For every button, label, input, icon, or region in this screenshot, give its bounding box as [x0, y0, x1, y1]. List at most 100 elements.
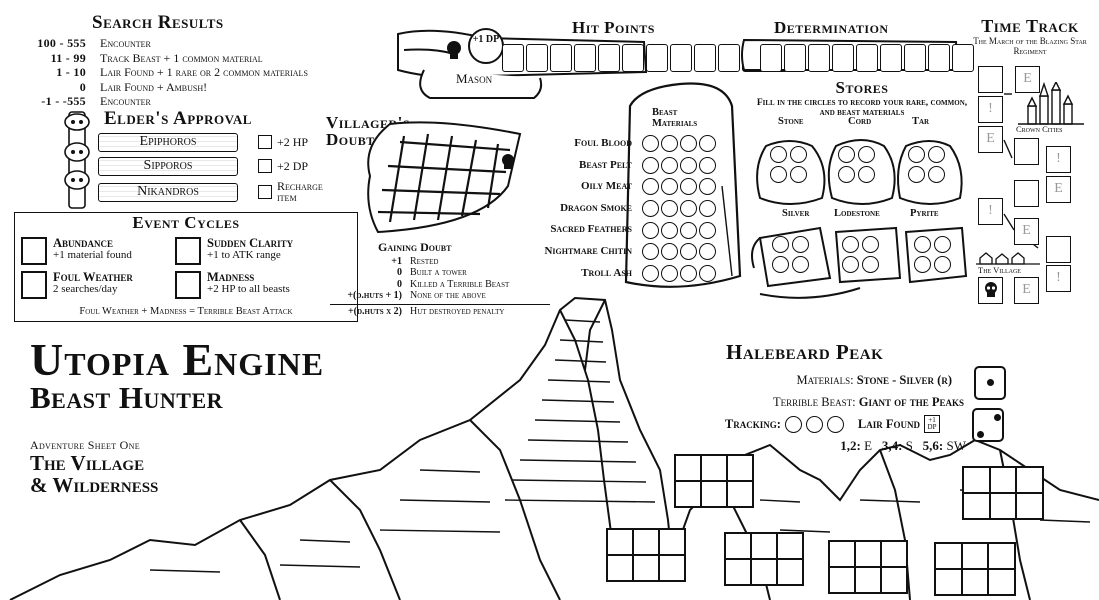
- elder-checkbox[interactable]: [258, 159, 272, 173]
- store-circle[interactable]: [792, 256, 809, 273]
- elder-checkbox[interactable]: [258, 185, 272, 199]
- material-circle[interactable]: [642, 264, 659, 282]
- store-circle[interactable]: [838, 166, 855, 183]
- material-circle[interactable]: [680, 243, 697, 261]
- time-track-cell[interactable]: [978, 66, 1003, 93]
- determination-box[interactable]: [904, 44, 926, 72]
- store-circle[interactable]: [770, 146, 787, 163]
- hit-point-box[interactable]: [646, 44, 668, 72]
- determination-box[interactable]: [832, 44, 854, 72]
- hit-point-box[interactable]: [502, 44, 524, 72]
- store-circle[interactable]: [934, 256, 951, 273]
- store-circle[interactable]: [790, 166, 807, 183]
- determination-box[interactable]: [880, 44, 902, 72]
- hit-point-box[interactable]: [694, 44, 716, 72]
- tracking-circle[interactable]: [784, 415, 802, 433]
- store-circle[interactable]: [934, 236, 951, 253]
- store-circle[interactable]: [792, 236, 809, 253]
- store-circle[interactable]: [772, 236, 789, 253]
- doubt-hide-grid[interactable]: [360, 116, 530, 236]
- store-circle[interactable]: [772, 256, 789, 273]
- material-circle[interactable]: [642, 243, 659, 261]
- tracking-circle[interactable]: [826, 415, 844, 433]
- material-circle[interactable]: [680, 221, 697, 239]
- time-track-cell-e[interactable]: E: [1014, 218, 1039, 245]
- material-circle[interactable]: [680, 156, 697, 174]
- store-circle[interactable]: [842, 236, 859, 253]
- store-circle[interactable]: [858, 146, 875, 163]
- time-track-cell[interactable]: [1014, 180, 1039, 207]
- time-track-cell[interactable]: [1046, 236, 1071, 263]
- event-checkbox[interactable]: [175, 237, 201, 265]
- hit-point-box[interactable]: [598, 44, 620, 72]
- hit-point-box[interactable]: [622, 44, 644, 72]
- store-circle[interactable]: [862, 236, 879, 253]
- lair-found-dp-badge[interactable]: +1 DP: [924, 415, 940, 433]
- search-grid[interactable]: [674, 454, 754, 508]
- material-circle[interactable]: [699, 221, 716, 239]
- hit-point-box[interactable]: [550, 44, 572, 72]
- store-circle[interactable]: [838, 146, 855, 163]
- hit-point-box[interactable]: [670, 44, 692, 72]
- material-circle[interactable]: [699, 178, 716, 196]
- store-circle[interactable]: [914, 236, 931, 253]
- time-track-cell-event[interactable]: !: [1046, 146, 1071, 173]
- determination-box[interactable]: [784, 44, 806, 72]
- time-track-cell-e[interactable]: E: [1046, 176, 1071, 203]
- search-grid[interactable]: [828, 540, 908, 594]
- material-circle[interactable]: [699, 156, 716, 174]
- store-circle[interactable]: [790, 146, 807, 163]
- determination-box[interactable]: [952, 44, 974, 72]
- material-circle[interactable]: [642, 156, 659, 174]
- time-track-cell-e[interactable]: E: [1014, 277, 1039, 304]
- material-circle[interactable]: [699, 264, 716, 282]
- material-circle[interactable]: [661, 264, 678, 282]
- time-track-cell-skull[interactable]: [978, 277, 1003, 304]
- material-circle[interactable]: [680, 135, 697, 153]
- determination-box[interactable]: [856, 44, 878, 72]
- event-checkbox[interactable]: [21, 237, 47, 265]
- material-circle[interactable]: [642, 178, 659, 196]
- hit-point-box[interactable]: [718, 44, 740, 72]
- store-circle[interactable]: [862, 256, 879, 273]
- material-circle[interactable]: [642, 135, 659, 153]
- time-track-cell[interactable]: [1014, 138, 1039, 165]
- material-circle[interactable]: [699, 135, 716, 153]
- material-circle[interactable]: [661, 156, 678, 174]
- material-circle[interactable]: [661, 200, 678, 218]
- material-circle[interactable]: [661, 135, 678, 153]
- store-circle[interactable]: [914, 256, 931, 273]
- store-circle[interactable]: [928, 166, 945, 183]
- material-circle[interactable]: [661, 221, 678, 239]
- material-circle[interactable]: [661, 178, 678, 196]
- search-grid[interactable]: [934, 542, 1016, 596]
- hit-point-box[interactable]: [574, 44, 596, 72]
- time-track-cell-event[interactable]: !: [978, 96, 1003, 123]
- search-grid[interactable]: [962, 466, 1044, 520]
- store-circle[interactable]: [908, 146, 925, 163]
- event-checkbox[interactable]: [21, 271, 47, 299]
- material-circle[interactable]: [680, 178, 697, 196]
- event-checkbox[interactable]: [175, 271, 201, 299]
- elder-checkbox[interactable]: [258, 135, 272, 149]
- material-circle[interactable]: [699, 243, 716, 261]
- time-track-cell-event[interactable]: !: [978, 198, 1003, 225]
- hit-point-box[interactable]: [526, 44, 548, 72]
- store-circle[interactable]: [858, 166, 875, 183]
- time-track-cell-event[interactable]: !: [1046, 265, 1071, 292]
- time-track-cell-e[interactable]: E: [978, 126, 1003, 153]
- material-circle[interactable]: [699, 200, 716, 218]
- material-circle[interactable]: [680, 200, 697, 218]
- determination-box[interactable]: [760, 44, 782, 72]
- store-circle[interactable]: [928, 146, 945, 163]
- determination-box[interactable]: [928, 44, 950, 72]
- store-circle[interactable]: [842, 256, 859, 273]
- material-circle[interactable]: [642, 200, 659, 218]
- search-grid[interactable]: [606, 528, 686, 582]
- tracking-circle[interactable]: [805, 415, 823, 433]
- material-circle[interactable]: [661, 243, 678, 261]
- store-circle[interactable]: [770, 166, 787, 183]
- store-circle[interactable]: [908, 166, 925, 183]
- time-track-cell-e[interactable]: E: [1015, 66, 1040, 93]
- search-grid[interactable]: [724, 532, 804, 586]
